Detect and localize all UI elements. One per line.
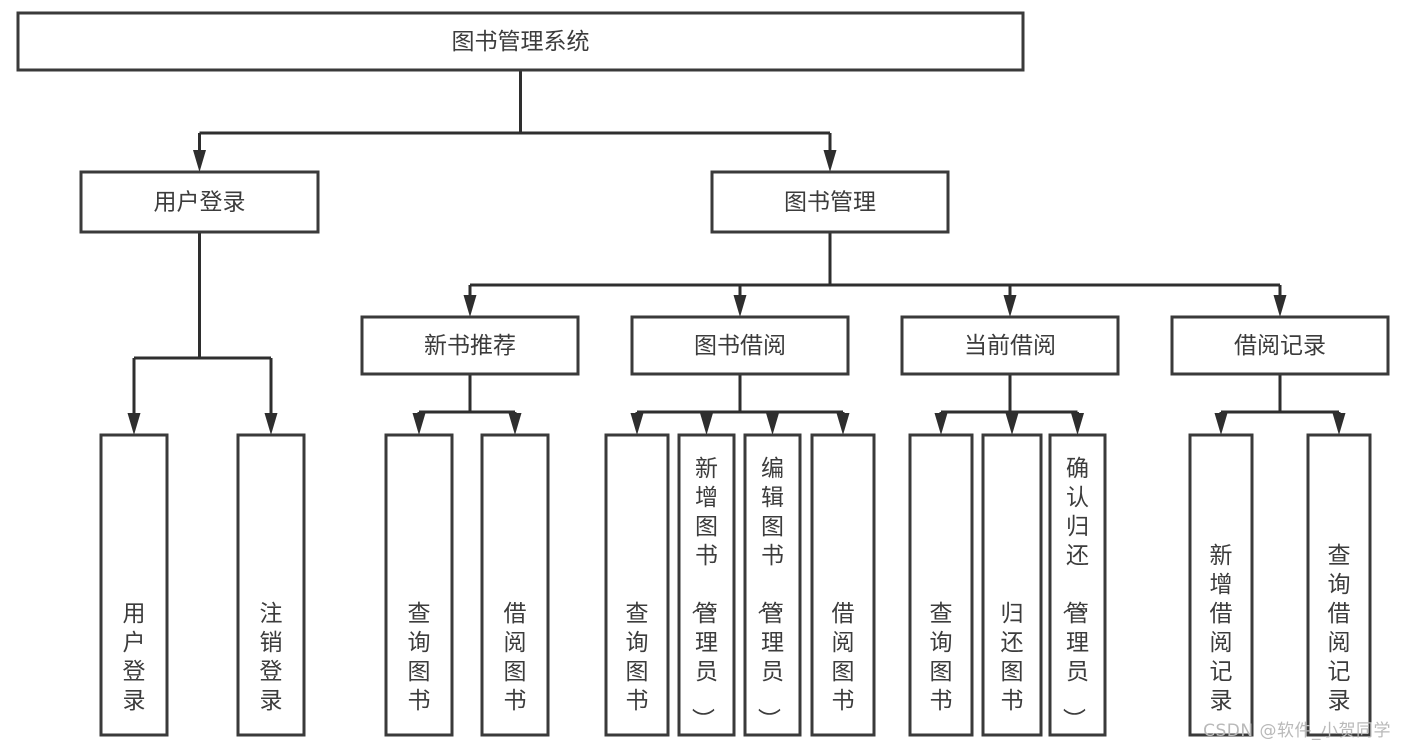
arrow-head-icon <box>836 413 850 435</box>
node-leaf-borrow-book-2[interactable]: 借阅图书 <box>810 433 876 737</box>
arrow-head-icon <box>1071 413 1084 435</box>
arrow-head-icon <box>934 413 948 435</box>
node-leaf-query-book-2[interactable]: 查询图书 <box>604 433 670 737</box>
connector-group-current-borrow <box>934 374 1084 435</box>
node-leaf-add-book[interactable]: 新增图书（管理员） <box>677 433 736 737</box>
node-box[interactable] <box>1306 433 1372 737</box>
node-label: 编辑图书（管理员） <box>755 456 784 731</box>
node-box[interactable] <box>710 170 950 234</box>
node-label: 确认归还（管理员） <box>1060 456 1089 731</box>
node-label: 图书管理系统 <box>452 29 590 55</box>
node-box[interactable] <box>360 315 580 376</box>
node-box[interactable] <box>384 433 454 737</box>
node-new-book-rec[interactable]: 新书推荐 <box>360 315 580 376</box>
node-box[interactable] <box>1188 433 1254 737</box>
connector-group-root <box>193 70 837 172</box>
arrow-head-icon <box>1005 413 1019 435</box>
node-book-borrow[interactable]: 图书借阅 <box>630 315 850 376</box>
node-label: 新增借阅记录 <box>1210 543 1233 714</box>
arrow-head-icon <box>463 295 477 317</box>
node-label: 图书管理 <box>784 190 876 216</box>
node-borrow-record[interactable]: 借阅记录 <box>1170 315 1390 376</box>
node-label: 用户登录 <box>123 601 146 714</box>
node-leaf-query-book-3[interactable]: 查询图书 <box>908 433 974 737</box>
node-box[interactable] <box>810 433 876 737</box>
arrow-head-icon <box>264 413 278 435</box>
arrow-head-icon <box>1003 295 1017 317</box>
connector-group-user-login <box>127 232 278 435</box>
node-label: 查询图书 <box>626 601 649 714</box>
node-box[interactable] <box>630 315 850 376</box>
node-label: 注销登录 <box>260 601 283 714</box>
arrow-head-icon <box>733 295 747 317</box>
node-label: 图书借阅 <box>694 333 786 359</box>
node-leaf-query-record[interactable]: 查询借阅记录 <box>1306 433 1372 737</box>
node-label: 借阅图书 <box>504 601 527 714</box>
connector-group-borrow-record <box>1214 374 1346 435</box>
node-label: 归还图书 <box>1001 601 1024 714</box>
connector-layer <box>127 70 1346 435</box>
node-label: 借阅图书 <box>832 601 855 714</box>
node-box[interactable] <box>1048 433 1107 737</box>
node-box[interactable] <box>900 315 1120 376</box>
arrow-head-icon <box>1273 295 1287 317</box>
node-label: 当前借阅 <box>964 333 1056 359</box>
node-box[interactable] <box>981 433 1043 737</box>
node-leaf-add-record[interactable]: 新增借阅记录 <box>1188 433 1254 737</box>
node-leaf-confirm-return[interactable]: 确认归还（管理员） <box>1048 433 1107 737</box>
node-label: 查询图书 <box>930 601 953 714</box>
arrow-head-icon <box>1214 413 1228 435</box>
node-user-login[interactable]: 用户登录 <box>79 170 320 234</box>
arrow-head-icon <box>127 413 141 435</box>
arrow-head-icon <box>508 413 522 435</box>
node-box[interactable] <box>16 11 1025 72</box>
node-label: 查询借阅记录 <box>1328 543 1351 714</box>
arrow-head-icon <box>1332 413 1346 435</box>
arrow-head-icon <box>823 150 837 172</box>
node-layer: 图书管理系统用户登录图书管理新书推荐图书借阅当前借阅借阅记录用户登录注销登录查询… <box>16 11 1390 737</box>
node-label: 用户登录 <box>154 190 246 216</box>
connector-group-book-manage <box>463 232 1287 317</box>
node-leaf-borrow-book-1[interactable]: 借阅图书 <box>480 433 550 737</box>
node-label: 新增图书（管理员） <box>689 456 718 731</box>
arrow-head-icon <box>412 413 426 435</box>
arrow-head-icon <box>700 413 713 435</box>
arrow-head-icon <box>766 413 779 435</box>
connector-group-book-borrow <box>630 374 850 435</box>
node-leaf-logout[interactable]: 注销登录 <box>236 433 306 737</box>
node-label: 借阅记录 <box>1234 333 1326 359</box>
connector-group-new-book-rec <box>412 374 522 435</box>
node-book-manage[interactable]: 图书管理 <box>710 170 950 234</box>
arrow-head-icon <box>630 413 644 435</box>
node-box[interactable] <box>1170 315 1390 376</box>
node-box[interactable] <box>677 433 736 737</box>
node-label: 新书推荐 <box>424 333 516 359</box>
node-root[interactable]: 图书管理系统 <box>16 11 1025 72</box>
node-box[interactable] <box>79 170 320 234</box>
arrow-head-icon <box>193 150 206 172</box>
node-leaf-user-login[interactable]: 用户登录 <box>99 433 169 737</box>
node-box[interactable] <box>604 433 670 737</box>
node-box[interactable] <box>908 433 974 737</box>
node-box[interactable] <box>743 433 802 737</box>
node-box[interactable] <box>99 433 169 737</box>
node-leaf-return-book[interactable]: 归还图书 <box>981 433 1043 737</box>
node-label: 查询图书 <box>408 601 431 714</box>
node-current-borrow[interactable]: 当前借阅 <box>900 315 1120 376</box>
node-box[interactable] <box>480 433 550 737</box>
node-box[interactable] <box>236 433 306 737</box>
node-leaf-query-book-1[interactable]: 查询图书 <box>384 433 454 737</box>
node-leaf-edit-book[interactable]: 编辑图书（管理员） <box>743 433 802 737</box>
